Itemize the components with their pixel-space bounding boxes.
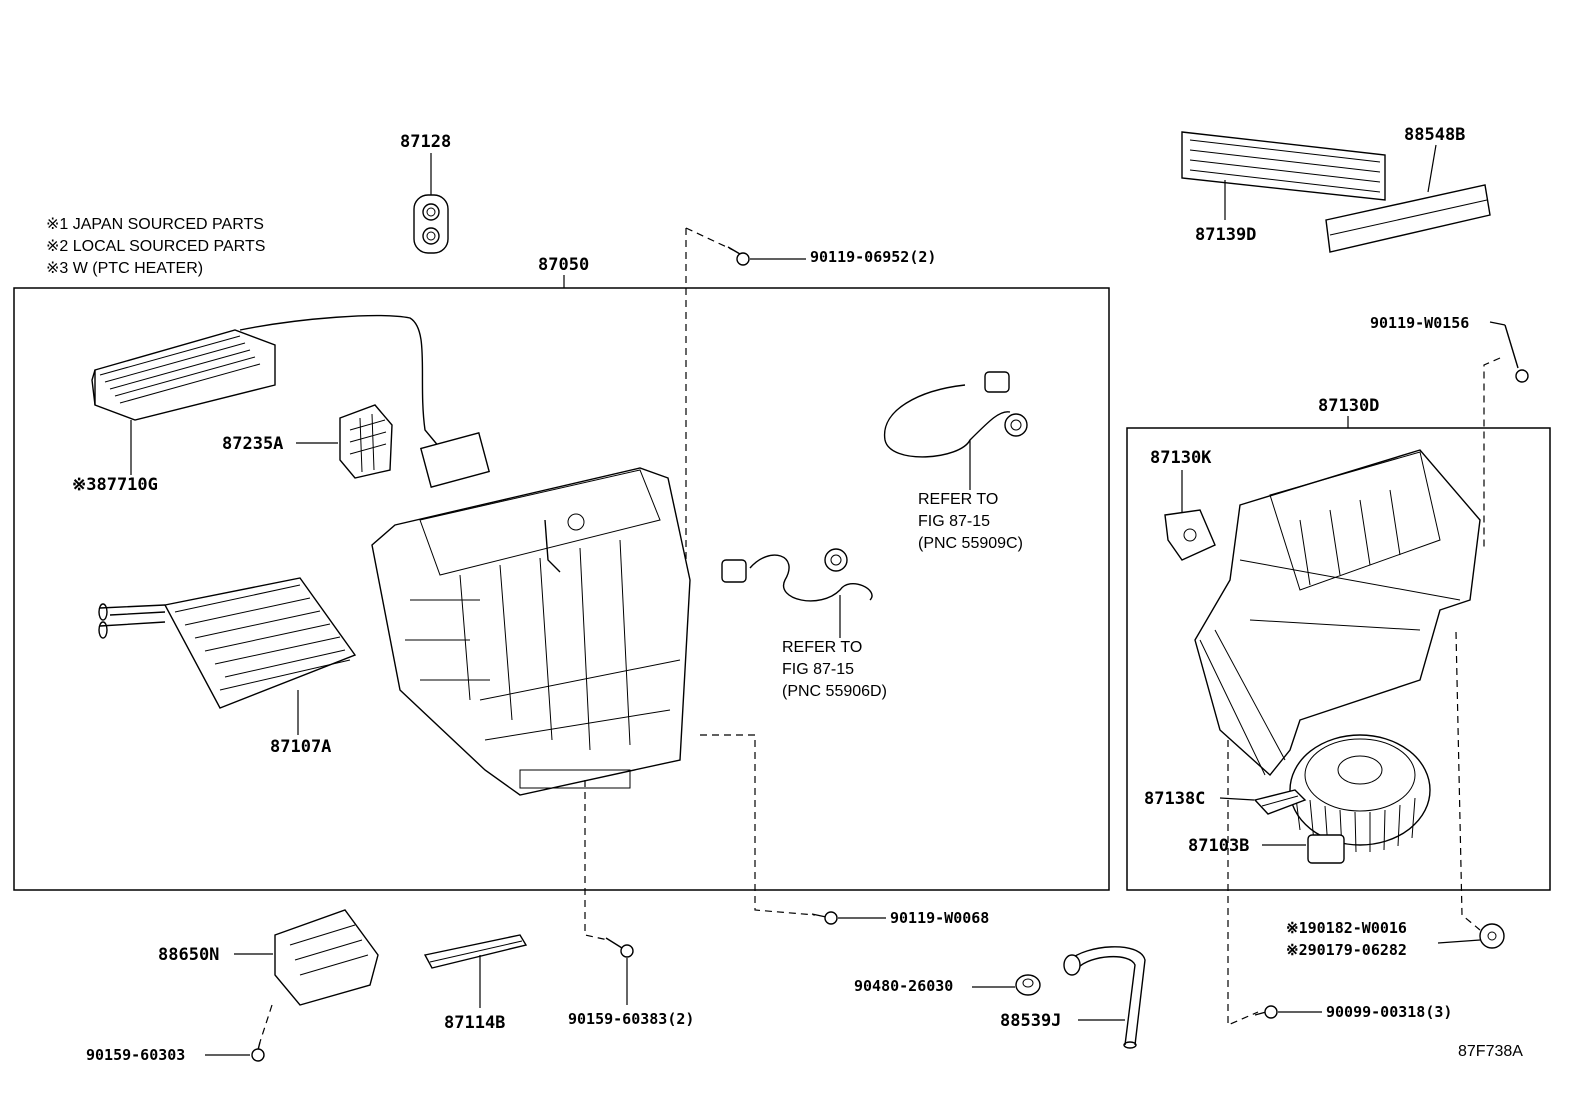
blower-unit-box bbox=[1126, 427, 1551, 891]
figure-id: 87F738A bbox=[1458, 1043, 1523, 1060]
screw-90119-W0156 bbox=[1504, 324, 1529, 383]
dash-90119-W0068 bbox=[700, 734, 816, 916]
label-88539J[interactable]: 88539J bbox=[1000, 1011, 1061, 1031]
filter-87139D-part bbox=[1181, 131, 1386, 201]
label-87128[interactable]: 87128 bbox=[400, 132, 451, 152]
refer-upper-line3: (PNC 55909C) bbox=[918, 535, 1023, 552]
label-90480-26030[interactable]: 90480-26030 bbox=[854, 977, 953, 995]
label-87103B[interactable]: 87103B bbox=[1188, 836, 1249, 856]
label-87139D[interactable]: 87139D bbox=[1195, 225, 1256, 245]
heater-core-87107A-part bbox=[98, 577, 357, 709]
label-90159-60303[interactable]: 90159-60303 bbox=[86, 1046, 185, 1064]
label-88548B[interactable]: 88548B bbox=[1404, 125, 1465, 145]
label-90179-06282[interactable]: ※290179-06282 bbox=[1286, 941, 1407, 959]
blower-fan-87103B-part bbox=[1289, 734, 1431, 864]
label-88650N[interactable]: 88650N bbox=[158, 945, 219, 965]
label-87130D[interactable]: 87130D bbox=[1318, 396, 1379, 416]
screw-90159-60383 bbox=[605, 937, 634, 958]
clip-90182-W0016 bbox=[1479, 923, 1505, 949]
grommet-90480-26030 bbox=[1015, 974, 1041, 996]
seal-87114B-part bbox=[423, 934, 528, 969]
screw-90159-60303 bbox=[251, 1041, 265, 1062]
heater-unit-box bbox=[13, 287, 1110, 891]
label-87710G[interactable]: ※387710G bbox=[72, 475, 158, 495]
refer-upper-line2: FIG 87-15 bbox=[918, 513, 990, 530]
ptc-heater-87710G-part bbox=[91, 314, 491, 488]
label-90119-06952[interactable]: 90119-06952(2) bbox=[810, 248, 936, 266]
sensor-55909C-part bbox=[884, 371, 1028, 458]
refer-upper-line1: REFER TO bbox=[918, 491, 998, 508]
sensor-55906D-part bbox=[721, 548, 873, 602]
label-90119-W0068[interactable]: 90119-W0068 bbox=[890, 909, 989, 927]
hose-88539J-part bbox=[1063, 946, 1146, 1049]
refer-lower-line3: (PNC 55906D) bbox=[782, 683, 887, 700]
note-ptc-heater: ※3 W (PTC HEATER) bbox=[46, 260, 203, 277]
dash-clip bbox=[1455, 631, 1481, 931]
note-japan-sourced: ※1 JAPAN SOURCED PARTS bbox=[46, 216, 264, 233]
bracket-87235A-part bbox=[339, 404, 393, 479]
note-local-sourced: ※2 LOCAL SOURCED PARTS bbox=[46, 238, 265, 255]
label-87138C[interactable]: 87138C bbox=[1144, 789, 1205, 809]
hvac-housing-part bbox=[371, 467, 691, 796]
dash-90159-60383 bbox=[584, 780, 609, 941]
blower-housing-part bbox=[1194, 449, 1481, 777]
label-90099-00318[interactable]: 90099-00318(3) bbox=[1326, 1003, 1452, 1021]
resistor-87138C-part bbox=[1253, 789, 1307, 815]
dash-90119-W0156 bbox=[1483, 357, 1501, 550]
label-90119-W0156[interactable]: 90119-W0156 bbox=[1370, 314, 1469, 332]
label-87130K[interactable]: 87130K bbox=[1150, 448, 1212, 468]
actuator-87130K-part bbox=[1164, 509, 1216, 561]
label-87114B[interactable]: 87114B bbox=[444, 1013, 505, 1033]
refer-lower-line1: REFER TO bbox=[782, 639, 862, 656]
screw-90119-06952 bbox=[727, 246, 750, 266]
actuator-88650N-part bbox=[274, 909, 379, 1006]
label-87107A[interactable]: 87107A bbox=[270, 737, 331, 757]
refer-lower-line2: FIG 87-15 bbox=[782, 661, 854, 678]
label-87235A[interactable]: 87235A bbox=[222, 434, 283, 454]
label-90182-W0016[interactable]: ※190182-W0016 bbox=[1286, 919, 1407, 937]
cover-88548B-part bbox=[1325, 184, 1491, 253]
screw-90099-00318 bbox=[1254, 1005, 1278, 1019]
label-90159-60383[interactable]: 90159-60383(2) bbox=[568, 1010, 694, 1028]
label-87050[interactable]: 87050 bbox=[538, 255, 589, 275]
dash-90099-00318 bbox=[1227, 740, 1259, 1026]
screw-90119-W0068 bbox=[811, 911, 838, 925]
grommet-87128-part bbox=[413, 194, 449, 254]
